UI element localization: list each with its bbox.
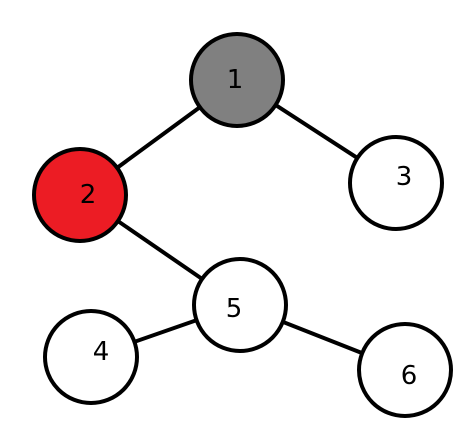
node-circle-5	[192, 257, 288, 353]
node-label-3: 3	[396, 162, 413, 192]
node-circle-1	[189, 32, 285, 128]
node-5: 5	[192, 257, 288, 353]
node-label-2: 2	[80, 180, 97, 210]
node-1: 1	[189, 32, 285, 128]
node-circle-3	[348, 135, 444, 231]
node-label-5: 5	[226, 294, 243, 324]
node-2: 2	[32, 147, 128, 243]
node-label-4: 4	[93, 337, 110, 367]
node-label-1: 1	[227, 65, 244, 95]
node-label-6: 6	[401, 361, 418, 391]
node-4: 4	[43, 309, 139, 405]
node-circle-6	[357, 322, 453, 418]
node-circle-2	[32, 147, 128, 243]
nodes-layer: 1 2 3 4 5 6	[32, 32, 453, 418]
node-3: 3	[348, 135, 444, 231]
node-circle-4	[43, 309, 139, 405]
node-6: 6	[357, 322, 453, 418]
